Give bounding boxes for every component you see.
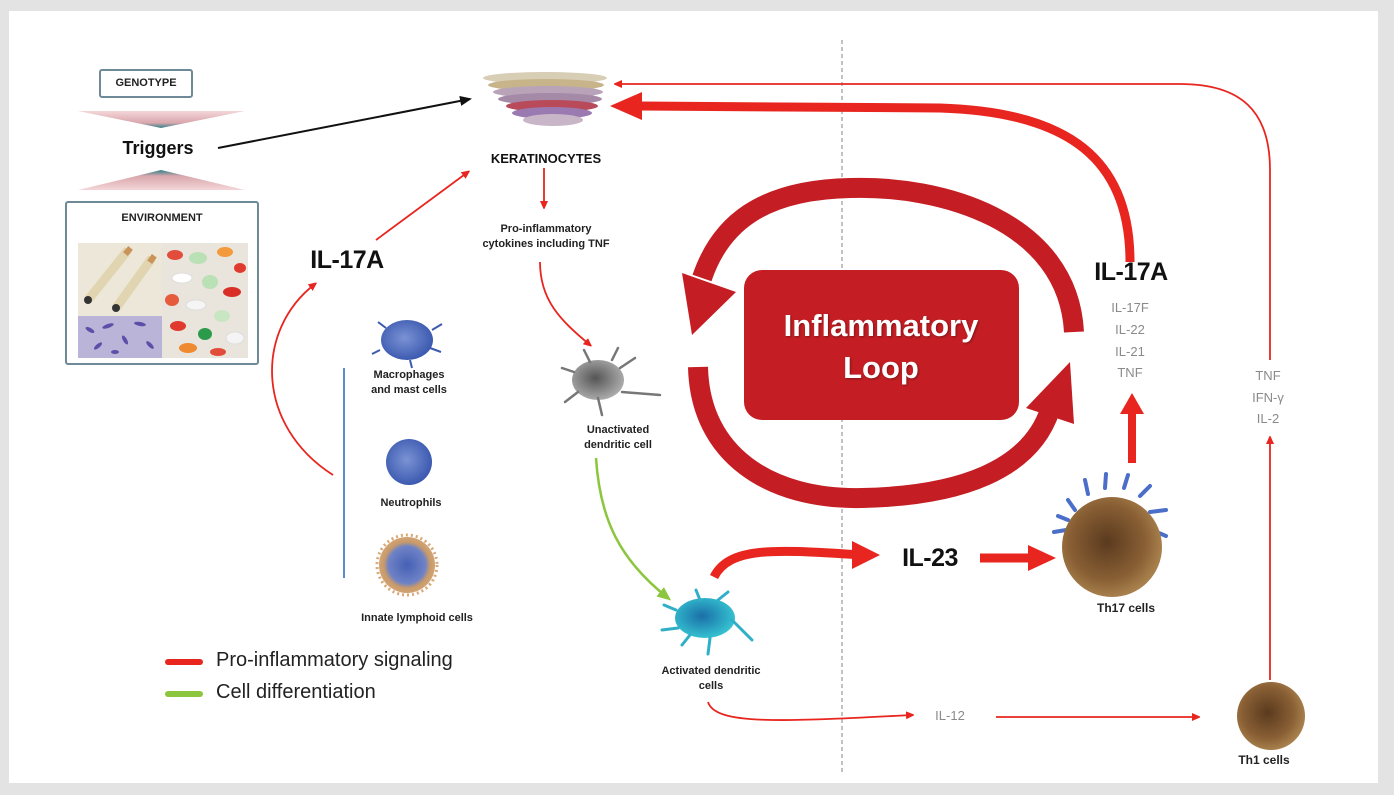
activated-dendritic-label: Activated dendritic cells [661, 665, 761, 692]
unactivated-dendritic-cell-icon [560, 346, 662, 417]
innate-to-il17a-arrow [271, 284, 334, 476]
th1-cytokine-3: IL-2 [1256, 411, 1280, 426]
activated-dendritic-cell-icon [660, 588, 754, 656]
genotype-label: GENOTYPE [115, 77, 177, 89]
dendritic-to-il23-arrow [709, 546, 863, 580]
loop-top-arrowhead [682, 273, 736, 335]
macrophages-label: Macrophages and mast cells [371, 369, 447, 396]
il23-to-th17-arrowhead [1028, 545, 1056, 571]
genotype-triangle [78, 111, 245, 128]
il17a-right-label: IL-17A [1094, 258, 1168, 286]
th1-cell-icon [1237, 682, 1305, 750]
inflammatory-loop-box [744, 270, 1019, 420]
cytokines-label: Pro-inflammatory cytokines including TNF [482, 223, 610, 250]
innate-lymphoid-cell-icon [375, 533, 439, 597]
macrophage-cell-icon [371, 320, 443, 369]
innate-lymphoid-label: Innate lymphoid cells [361, 612, 473, 624]
cytokines-to-dendritic-arrow [539, 261, 590, 345]
triggers-to-keratinocytes-arrow [217, 96, 472, 149]
il12-label: IL-12 [935, 708, 965, 723]
il17a-to-keratinocytes-big-arrow [639, 101, 1135, 263]
th17-to-il17a-arrowhead [1120, 393, 1144, 414]
th1-cytokine-1: TNF [1255, 368, 1281, 383]
loop-top-arc [692, 177, 1084, 333]
environment-images [78, 243, 248, 358]
th17-cytokine-2: IL-22 [1115, 322, 1145, 337]
dendritic-to-il23-arrowhead [852, 541, 880, 569]
th1-to-keratinocytes-arrow [616, 84, 1271, 360]
il23-label: IL-23 [902, 544, 958, 572]
environment-label: ENVIRONMENT [121, 212, 203, 224]
th1-cytokine-2: IFN-γ [1252, 390, 1284, 405]
keratinocytes-label: KERATINOCYTES [490, 151, 602, 166]
triggers-label: Triggers [122, 138, 194, 158]
il17a-to-keratinocytes-big-arrowhead [610, 92, 642, 120]
inflammatory-loop-arrows [682, 177, 1084, 509]
keratinocytes-image [483, 72, 607, 126]
inflammatory-loop-label-line2: Loop [843, 350, 919, 385]
th17-cytokine-1: IL-17F [1111, 300, 1149, 315]
unactivated-dendritic-label: Unactivated dendritic cell [584, 424, 652, 451]
dendritic-to-il12-arrow [707, 701, 912, 721]
th17-label: Th17 cells [1096, 601, 1156, 615]
legend-item-differentiation: Cell differentiation [216, 681, 376, 704]
differentiation-arrow [594, 457, 672, 601]
legend-label-signaling: Pro-inflammatory signaling [216, 649, 453, 671]
loop-bottom-arrowhead [1026, 362, 1074, 424]
th17-cytokine-4: TNF [1117, 365, 1143, 380]
legend-swatch-signaling [165, 659, 203, 665]
neutrophil-cell-icon [386, 439, 432, 485]
th17-cytokine-3: IL-21 [1115, 344, 1145, 359]
inflammatory-loop-label-line1: Inflammatory [783, 308, 979, 343]
legend-label-differentiation: Cell differentiation [216, 681, 376, 703]
environment-triangle [78, 170, 245, 190]
loop-bottom-arc [688, 366, 1060, 509]
th1-label: Th1 cells [1238, 753, 1290, 767]
genotype-box [99, 69, 193, 98]
il17a-left-label: IL-17A [310, 246, 384, 274]
neutrophils-label: Neutrophils [380, 497, 442, 509]
legend-item-signaling: Pro-inflammatory signaling [216, 649, 453, 672]
bacteria-image [78, 316, 162, 358]
th17-cell-icon [1052, 472, 1168, 597]
il17a-to-keratinocytes-arrow [375, 172, 468, 241]
legend-swatch-differentiation [165, 691, 203, 697]
